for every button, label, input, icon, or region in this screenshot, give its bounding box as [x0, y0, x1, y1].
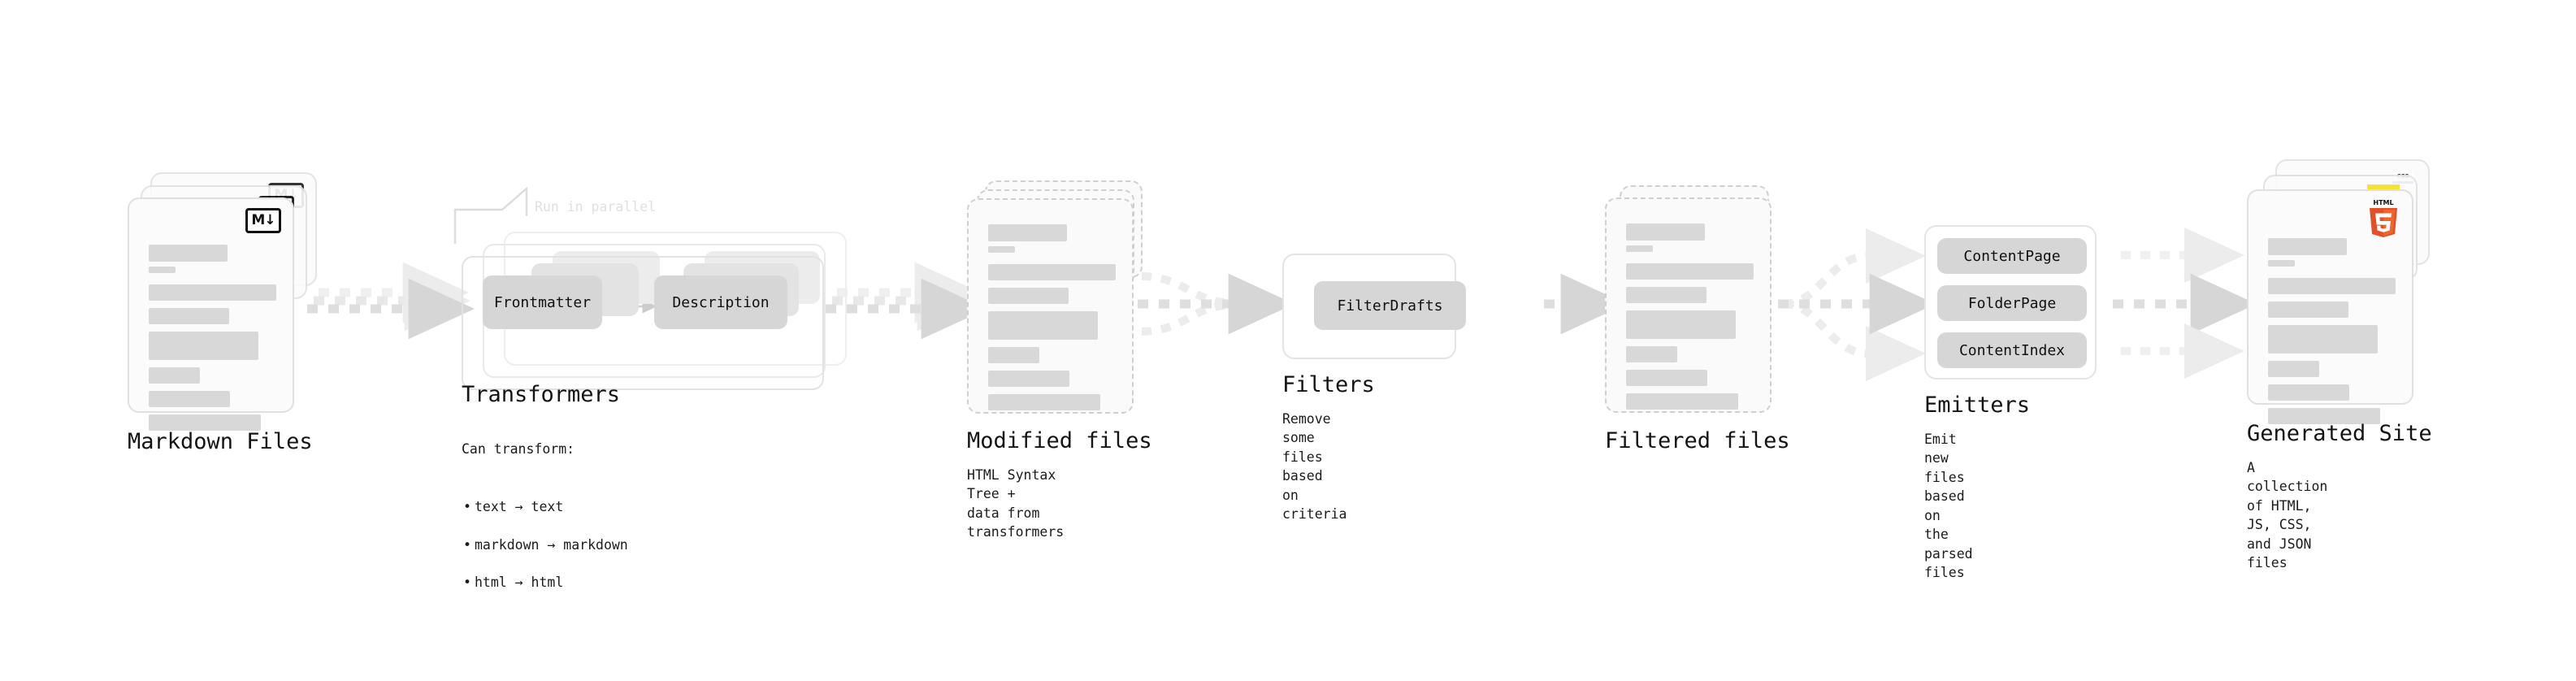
filter-node-label: FilterDrafts [1337, 297, 1443, 314]
placeholder-line [2268, 361, 2319, 377]
emitter-node-contentpage[interactable]: ContentPage [1937, 238, 2087, 274]
placeholder-line [149, 267, 176, 273]
placeholder-line [1626, 310, 1737, 339]
html5-icon: HTML [2366, 197, 2400, 238]
run-in-parallel-label: Run in parallel [535, 199, 657, 215]
placeholder-line [988, 224, 1068, 241]
placeholder-line [2268, 384, 2350, 401]
stage-title-filtered-files: Filtered files [1605, 428, 1790, 453]
connector-modified-to-filters [1138, 272, 1295, 336]
transformer-node-description[interactable]: Description [654, 275, 787, 329]
stage-desc-emitters: Emit new files based on the parsed files [1924, 432, 1973, 580]
placeholder-line [1626, 346, 1677, 362]
placeholder-line [988, 288, 1069, 304]
stage-title-generated-site: Generated Site [2247, 421, 2432, 446]
transformer-node-frontmatter[interactable]: Frontmatter [483, 275, 602, 329]
card-placeholder-lines [988, 224, 1116, 418]
stage-title-transformers: Transformers [462, 382, 621, 407]
placeholder-line [2268, 301, 2348, 318]
placeholder-line [2268, 325, 2379, 354]
placeholder-line [1626, 245, 1653, 252]
placeholder-line [988, 246, 1015, 253]
modified-card-front [967, 198, 1134, 414]
emitter-node-label: FolderPage [1967, 294, 2057, 312]
placeholder-line [1626, 287, 1706, 303]
generated-card-front: HTML [2247, 189, 2413, 424]
card-placeholder-lines [149, 245, 276, 438]
filter-node-filterdrafts[interactable]: FilterDrafts [1314, 281, 1466, 330]
transformers-bullet: markdown → markdown [462, 536, 628, 555]
card-placeholder-lines [1626, 223, 1754, 417]
placeholder-line [988, 311, 1099, 340]
placeholder-line [1626, 263, 1754, 280]
markdown-icon: M↓ [245, 208, 281, 233]
stage-desc-generated-site: A collection of HTML, JS, CSS, and JSON … [2247, 460, 2328, 571]
emitter-node-contentindex[interactable]: ContentIndex [1937, 332, 2087, 368]
stage-desc-modified-files: HTML Syntax Tree + data from transformer… [967, 467, 1065, 540]
transformer-node-label: Description [672, 293, 770, 311]
stage-desc-filters: Remove some files based on criteria [1282, 411, 1347, 523]
stage-title-modified-files: Modified files [967, 428, 1152, 453]
transformers-bullet: text → text [462, 497, 628, 517]
placeholder-line [2268, 408, 2381, 424]
placeholder-line [988, 264, 1116, 280]
emitter-node-folderpage[interactable]: FolderPage [1937, 285, 2087, 321]
placeholder-line [2268, 260, 2295, 267]
stage-desc-transformers: Can transform: text → text markdown → ma… [462, 421, 628, 631]
placeholder-line [1626, 370, 1708, 386]
filters-group-box: FilterDrafts [1282, 254, 1466, 359]
transformers-desc-lead: Can transform: [462, 441, 575, 458]
filtered-card-front [1605, 197, 1772, 413]
emitter-node-label: ContentIndex [1958, 341, 2066, 359]
transformers-bullet-list: text → text markdown → markdown html → h… [462, 478, 628, 611]
stage-title-markdown-files: Markdown Files [128, 429, 313, 454]
html5-shield-svg: HTML [2370, 199, 2397, 237]
card-placeholder-lines [2268, 238, 2396, 432]
svg-text:HTML: HTML [2373, 199, 2393, 206]
placeholder-line [149, 391, 231, 407]
placeholder-line [149, 367, 200, 384]
placeholder-line [2268, 278, 2396, 294]
placeholder-line [2268, 238, 2348, 255]
placeholder-line [149, 332, 259, 360]
stage-title-emitters: Emitters [1924, 393, 2031, 418]
placeholder-line [988, 371, 1070, 387]
emitter-node-label: ContentPage [1963, 247, 2061, 265]
connector-filtered-to-emitters [1778, 228, 1936, 381]
transformers-bullet: html → html [462, 573, 628, 592]
placeholder-line [149, 245, 228, 262]
transformer-node-label: Frontmatter [493, 293, 592, 311]
connector-md-to-transformers [307, 262, 475, 340]
transformers-frame-front: Frontmatter Description [462, 256, 824, 390]
placeholder-line [1626, 393, 1739, 410]
stage-title-filters: Filters [1282, 372, 1375, 397]
placeholder-line [988, 347, 1039, 363]
placeholder-line [1626, 223, 1706, 241]
connector-emitters-to-site [2113, 228, 2257, 379]
placeholder-line [988, 394, 1101, 410]
emitters-group-box: ContentPage FolderPage ContentIndex [1924, 225, 2097, 380]
placeholder-line [149, 308, 229, 324]
markdown-card-front: M↓ [128, 197, 294, 431]
placeholder-line [149, 414, 262, 431]
placeholder-line [149, 284, 276, 301]
